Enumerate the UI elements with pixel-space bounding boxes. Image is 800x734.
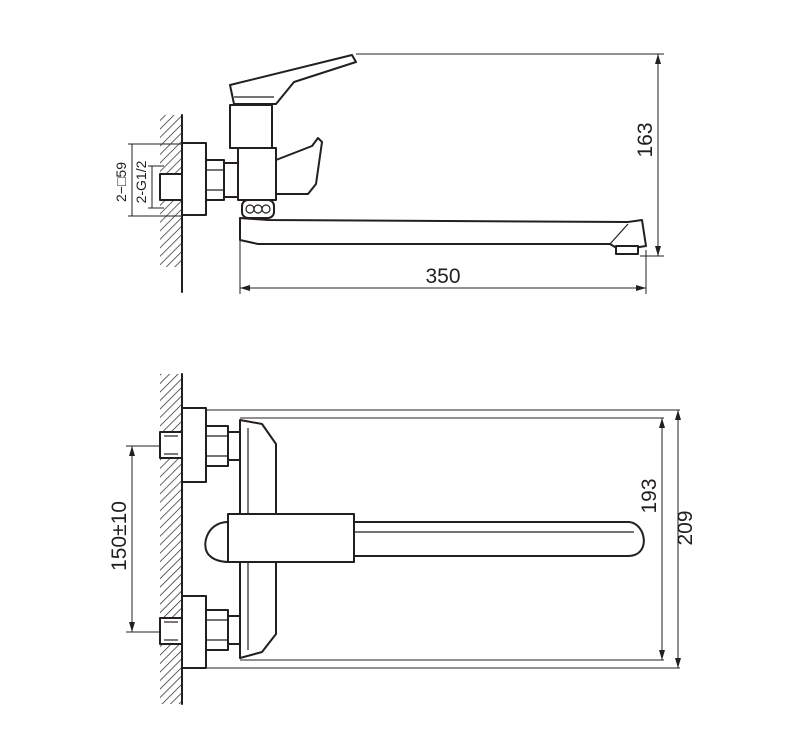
- top-lower-nut: [205, 609, 229, 651]
- dim-spacing-150: 150±10: [108, 501, 131, 571]
- side-body: [237, 147, 277, 201]
- side-eccentric: [223, 162, 239, 198]
- side-diverter-button: [241, 199, 275, 219]
- dim-length-350: 350: [425, 265, 460, 288]
- side-connector-square: [159, 173, 183, 201]
- dim-square-59: 2−□59: [113, 162, 129, 202]
- dim-thread-g12: 2-G1/2: [133, 160, 149, 203]
- top-upper-flange: [181, 407, 207, 483]
- top-upper-nut: [205, 425, 229, 467]
- dim-depth-209: 209: [674, 510, 697, 545]
- top-view: 193 209 150±10: [108, 373, 697, 705]
- side-cartridge: [229, 104, 273, 149]
- side-diverter-lever: [275, 137, 323, 195]
- top-center-housing: [227, 513, 355, 563]
- side-handle: [229, 54, 357, 105]
- side-flange: [181, 142, 207, 216]
- top-wall-hatch: [160, 374, 182, 704]
- dim-depth-193: 193: [638, 478, 661, 513]
- top-spout: [353, 521, 645, 557]
- side-spout: [239, 217, 647, 251]
- top-diverter-knob: [204, 521, 229, 563]
- top-lower-flange: [181, 595, 207, 669]
- side-nut: [205, 159, 225, 201]
- dim-height-163: 163: [634, 122, 657, 157]
- side-view: 163 350 2−□59 2-G1/2: [113, 53, 664, 294]
- side-aerator: [615, 245, 639, 255]
